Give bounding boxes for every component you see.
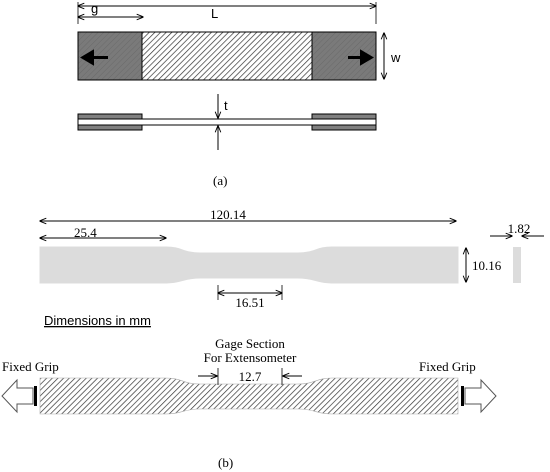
grip-label-right: Fixed Grip [419, 359, 476, 374]
dogbone-specimen [39, 246, 459, 284]
grip-arrow-right-icon [461, 378, 497, 414]
dim-g-label: g [91, 1, 98, 16]
panel-a: g L w t (a) [78, 1, 401, 188]
gage-label-line2: For Extensometer [204, 350, 297, 365]
dim-overall-label: 120.14 [210, 207, 246, 222]
gage-region [141, 31, 313, 81]
load-arrow-right-icon [348, 49, 374, 66]
gripped-specimen [39, 377, 459, 415]
side-tab-left-bottom [77, 124, 143, 131]
dim-gage-label: 12.7 [239, 369, 262, 384]
side-tab-right-bottom [311, 124, 377, 131]
dim-grip-length-label: 25.4 [74, 225, 97, 240]
side-tab-right-top [311, 113, 377, 120]
units-note: Dimensions in mm [44, 313, 151, 328]
thickness-profile [513, 247, 521, 283]
dim-thickness-label: 1.82 [508, 221, 531, 236]
side-specimen [77, 118, 377, 126]
gage-label-line1: Gage Section [215, 336, 285, 351]
dim-width-label: 10.16 [472, 258, 502, 273]
dim-t-label: t [224, 98, 228, 113]
dim-reduced-label: 16.51 [235, 295, 264, 310]
side-tab-left-top [77, 113, 143, 120]
caption-b: (b) [218, 455, 233, 470]
dim-w-label: w [390, 50, 401, 65]
grip-label-left: Fixed Grip [2, 359, 59, 374]
caption-a: (a) [213, 173, 227, 188]
panel-b: 120.14 1.82 25.4 10.16 16.51 Dimensions … [1, 207, 544, 470]
grip-arrow-left-icon [1, 378, 37, 414]
load-arrow-left-icon [80, 49, 108, 66]
dim-L-label: L [211, 6, 218, 21]
